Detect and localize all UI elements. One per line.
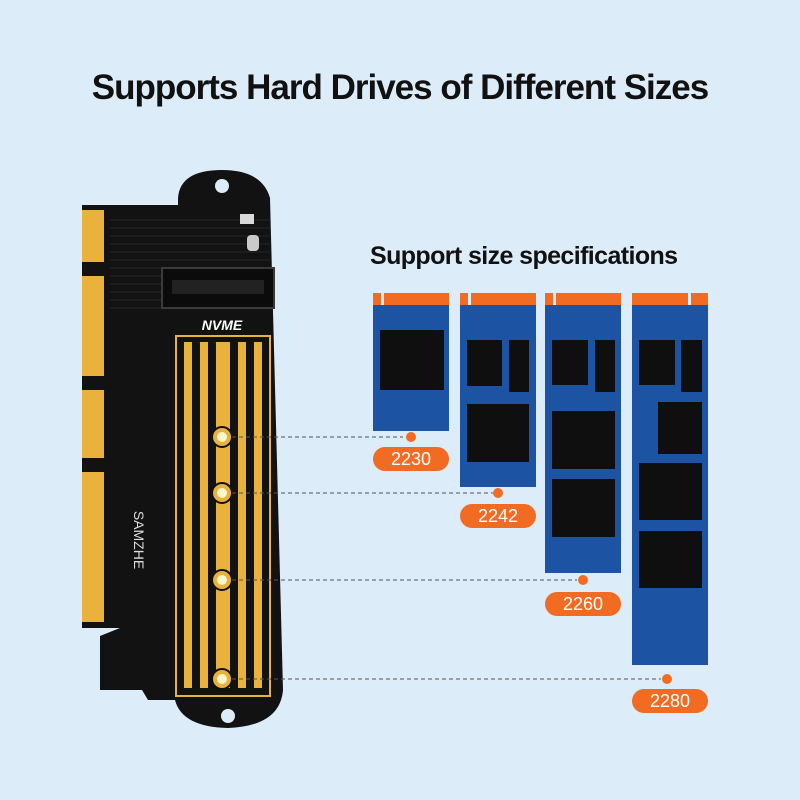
dashed-guide-lines <box>232 436 661 680</box>
size-badge-2280: 2280 <box>632 689 708 713</box>
slot-label: NVME <box>202 317 243 333</box>
section-subtitle: Support size specifications <box>370 242 678 270</box>
m2-mounting-area <box>175 335 271 697</box>
mounting-hole-bottom <box>221 709 235 723</box>
brand-text: SAMZHE <box>131 511 147 569</box>
standoff-holes <box>211 426 233 690</box>
size-badge-2260: 2260 <box>545 592 621 616</box>
mounting-hole-top <box>215 179 229 193</box>
size-badge-2242: 2242 <box>460 504 536 528</box>
pcie-adapter-card: NVME SAMZHE <box>82 170 283 728</box>
pcie-gold-fingers <box>82 210 104 622</box>
ssd-2230 <box>373 293 449 442</box>
size-badge-2230: 2230 <box>373 447 449 471</box>
ssd-2242 <box>460 293 536 498</box>
ssd-2280 <box>632 293 708 684</box>
m2-slot-connector <box>161 267 275 309</box>
ssd-2260 <box>545 293 621 585</box>
page-title: Supports Hard Drives of Different Sizes <box>91 68 709 107</box>
